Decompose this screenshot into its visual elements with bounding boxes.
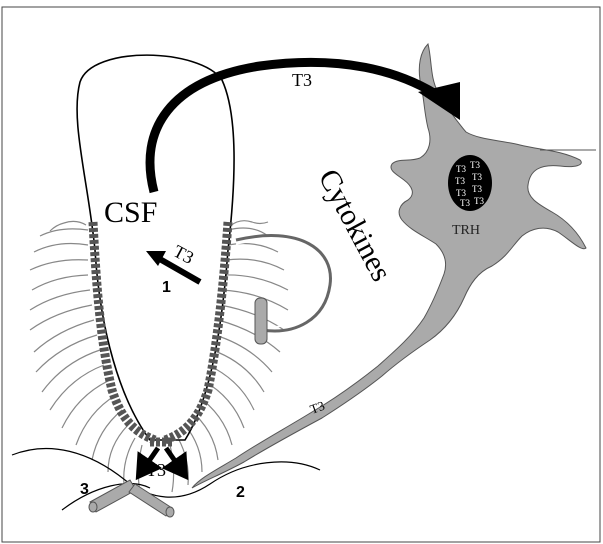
cytokines-label: Cytokines [312, 164, 398, 287]
t3-bottom-label: T3 [146, 460, 166, 480]
trh-label: TRH [452, 223, 480, 238]
tanycyte-loop [236, 236, 330, 331]
svg-text:T3: T3 [474, 196, 484, 206]
pathway-1-label: 1 [162, 279, 171, 296]
svg-text:T3: T3 [460, 198, 470, 208]
loop-vessel [255, 298, 267, 344]
svg-text:T3: T3 [472, 184, 482, 194]
csf-label: CSF [104, 196, 157, 229]
t3-top-label: T3 [292, 70, 312, 90]
median-eminence-lines [12, 448, 320, 510]
pathway-2-label: 2 [236, 484, 245, 501]
svg-text:T3: T3 [472, 172, 482, 182]
svg-text:T3: T3 [456, 188, 466, 198]
portal-vessels [89, 480, 174, 517]
svg-text:T3: T3 [455, 176, 465, 186]
third-ventricle [77, 55, 234, 440]
svg-text:T3: T3 [456, 164, 466, 174]
svg-text:T3: T3 [470, 160, 480, 170]
pathway-3-label: 3 [80, 481, 89, 498]
